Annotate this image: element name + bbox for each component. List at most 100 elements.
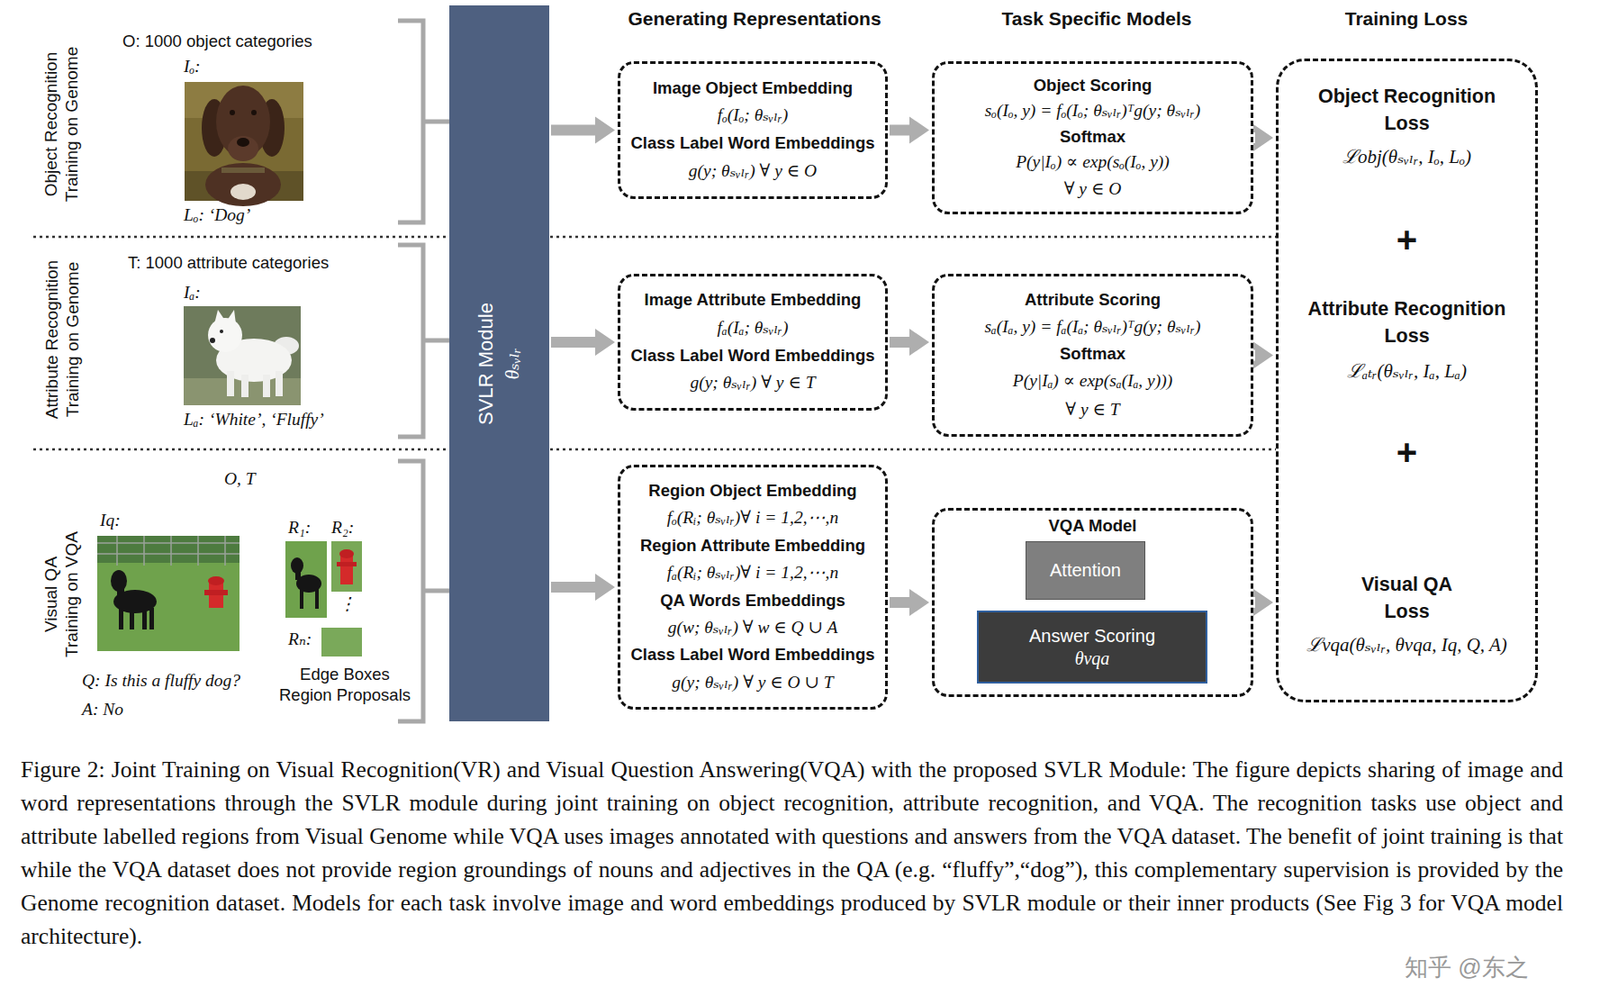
white-dog-photo: [241, 374, 249, 398]
row-bracket: [397, 20, 450, 223]
annotation-label: Rₙ:: [288, 628, 312, 651]
node-text: +: [1278, 432, 1536, 472]
node-text: θvqa: [1075, 647, 1111, 670]
node-text: Softmax: [1059, 343, 1126, 364]
white-dog-photo: [226, 370, 235, 397]
region-crop: [295, 569, 301, 580]
node-text: Object Scoring: [1033, 75, 1153, 96]
annotation-label: Iₐ:: [183, 281, 201, 304]
node-text: Softmax: [1059, 126, 1126, 147]
column-heading: Task Specific Models: [1002, 7, 1193, 31]
vqa-photo: [97, 535, 240, 651]
column-heading: Generating Representations: [627, 7, 881, 31]
row-separator: [33, 235, 1276, 239]
answer-scoring-box: Answer Scoringθvqa: [976, 610, 1208, 684]
region-crop: [285, 541, 327, 618]
text-slot: +: [1278, 432, 1536, 472]
node-text: Attention: [1049, 559, 1121, 582]
white-dog-photo: [183, 306, 301, 406]
text-slot: ℒₐₜᵣ(θₛᵥₗᵣ, Iₐ, Lₐ): [1278, 358, 1536, 384]
vqa-photo: [117, 585, 125, 598]
vqa-photo: [149, 607, 154, 630]
white-dog-photo: [209, 337, 216, 344]
node-text: g(y; θₛᵥₗᵣ) ∀ y ∈ O: [688, 160, 817, 182]
node-text: g(y; θₛᵥₗᵣ) ∀ y ∈ T: [689, 371, 815, 394]
row-bracket: [397, 244, 450, 437]
node-text: QA Words Embeddings: [659, 590, 846, 611]
flow-arrow: [1253, 124, 1274, 152]
dog-photo: [230, 183, 256, 200]
annotation-label: Lₒ: ‘Dog’: [183, 204, 251, 226]
flow-arrow: [889, 117, 930, 145]
node-text: ∀ y ∈ O: [1064, 178, 1122, 200]
annotation-label: T: 1000 attribute categories: [127, 252, 329, 273]
white-dog-photo: [262, 374, 271, 398]
node-text: P(y|Iₐ) ∝ exp(sₐ(Iₐ, y))): [1012, 370, 1173, 392]
node-text: ℒvqa(θₛᵥₗᵣ, θvqa, Iq, Q, A): [1278, 632, 1536, 658]
annotation-label: Iq:: [99, 509, 121, 532]
annotation-label: O, T: [224, 468, 256, 490]
vqa-photo: [97, 535, 240, 651]
loss-box: Object Recognition Lossℒobj(θₛᵥₗᵣ, Iₒ, L…: [1275, 58, 1538, 703]
row-bracket: [397, 461, 450, 722]
column-heading: Training Loss: [1345, 7, 1469, 31]
white-dog-photo: [219, 329, 224, 334]
region-crop: [339, 549, 354, 559]
dog-photo: [229, 109, 236, 116]
dog-photo: [227, 135, 259, 162]
vqa-model-box: VQA ModelAttentionAnswer Scoringθvqa: [931, 507, 1254, 697]
vqa-photo: [142, 609, 147, 630]
region-crop: [336, 561, 357, 567]
node-text: Image Object Embedding: [652, 78, 853, 99]
annotation-label: Q: Is this a fluffy dog?: [81, 669, 241, 692]
vqa-photo: [118, 607, 124, 630]
rotated-text-holder: SVLR Moduleθₛᵥₗᵣ: [473, 302, 525, 425]
module-bar: SVLR Moduleθₛᵥₗᵣ: [449, 5, 550, 722]
white-dog-photo: [275, 370, 283, 397]
dog-photo: [251, 109, 257, 116]
attention-box: Attention: [1025, 541, 1146, 600]
node-text: ℒₐₜᵣ(θₛᵥₗᵣ, Iₐ, Lₐ): [1278, 358, 1536, 384]
node-text: ∀ y ∈ T: [1065, 398, 1120, 421]
node-text: fₒ(Iₒ; θₛᵥₗᵣ): [717, 104, 789, 127]
vqa-photo: [97, 535, 240, 563]
text-slot: ℒobj(θₛᵥₗᵣ, Iₒ, Lₒ): [1278, 144, 1536, 170]
node-text: fₐ(Rᵢ; θₛᵥₗᵣ)∀ i = 1,2,⋯,n: [667, 561, 839, 584]
node-text: +: [1278, 219, 1536, 260]
row-bracket: [397, 20, 450, 722]
node-text: Object Recognition Loss: [1294, 82, 1520, 137]
node-text: Class Label Word Embeddings: [630, 133, 875, 154]
representation-box: Image Object Embedding fₒ(Iₒ; θₛᵥₗᵣ) Class…: [617, 61, 888, 199]
node-text: Class Label Word Embeddings: [630, 345, 875, 366]
vqa-photo: [204, 589, 228, 596]
node-text: SVLR Module: [473, 302, 500, 425]
dog-photo: [216, 85, 271, 158]
region-crop: [299, 588, 304, 609]
node-text: Region Object Embedding: [648, 480, 857, 501]
row-title: Attribute Recognition Training on Genome: [40, 247, 82, 433]
representation-box: Image Attribute Embeddingfₐ(Iₐ; θₛᵥₗᵣ)Cl…: [617, 273, 888, 411]
task-model-box: Attribute Scoringsₐ(Iₐ, y) = fₐ(Iₐ; θₛᵥₗ…: [931, 273, 1254, 437]
region-crop: [321, 627, 362, 657]
annotation-label: Lₐ: ‘White’, ‘Fluffy’: [183, 408, 325, 431]
dog-photo: [236, 137, 250, 147]
node-text: Visual QA Loss: [1347, 570, 1467, 625]
node-text: VQA Model: [934, 515, 1251, 536]
node-text: g(w; θₛᵥₗᵣ) ∀ w ∈ Q ∪ A: [668, 616, 839, 639]
text-slot: +: [1278, 219, 1536, 260]
row-title: Object Recognition Training on Genome: [40, 34, 82, 215]
flow-arrow: [1253, 588, 1274, 616]
annotation-label: Iₒ:: [183, 55, 201, 78]
node-text: P(y|Iₒ) ∝ exp(sₒ(Iₒ, y)): [1015, 151, 1170, 173]
flow-arrow: [1253, 342, 1274, 370]
text-slot: ℒvqa(θₛᵥₗᵣ, θvqa, Iq, Q, A): [1278, 632, 1536, 658]
row-separator: [33, 448, 1276, 452]
row-separator: [33, 236, 1276, 450]
region-crop: [315, 588, 319, 609]
text-slot: Visual QA Loss: [1278, 570, 1536, 625]
annotation-label: R₁:: [288, 516, 311, 539]
white-dog-photo: [207, 317, 243, 353]
flow-arrow: [551, 573, 615, 601]
region-crop: [285, 541, 362, 657]
annotation-label: Edge Boxes Region Proposals: [277, 663, 413, 706]
